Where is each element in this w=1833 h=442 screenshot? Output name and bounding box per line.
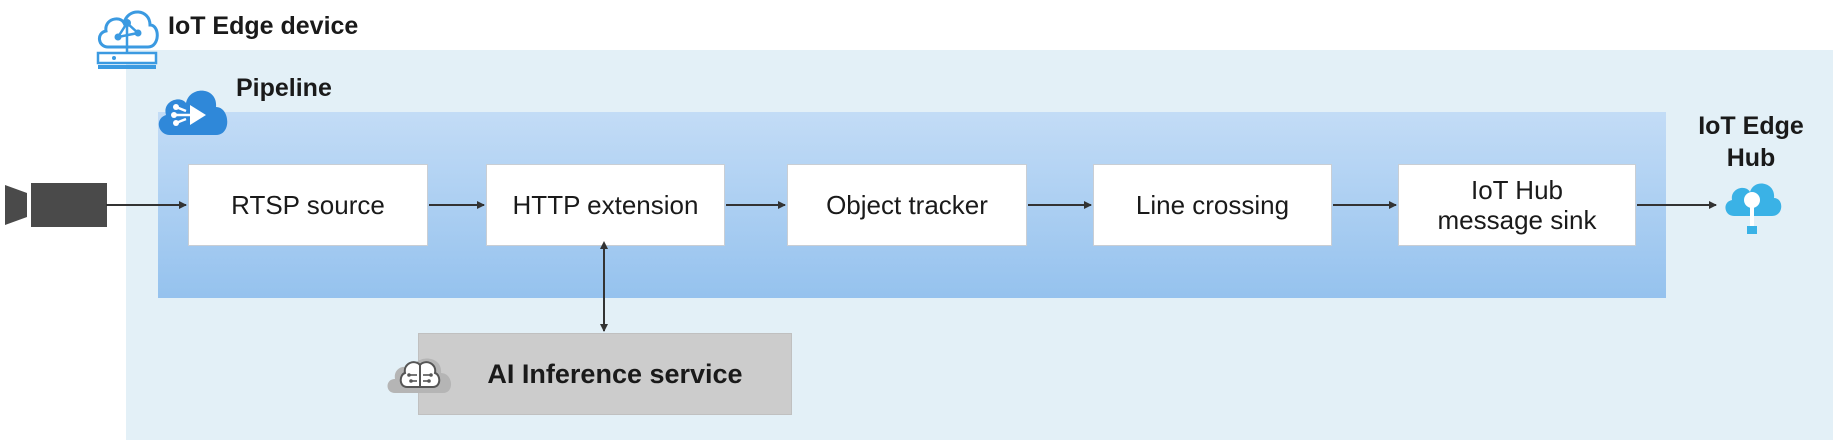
- http-extension-label: HTTP extension: [512, 190, 699, 220]
- message-sink-label-line2: message sink: [1437, 205, 1597, 235]
- http-extension-node: HTTP extension: [486, 164, 725, 246]
- camera-icon: [5, 183, 107, 227]
- hub-title-line1: IoT Edge: [1698, 112, 1804, 140]
- object-tracker-node: Object tracker: [787, 164, 1027, 246]
- object-tracker-label: Object tracker: [826, 190, 988, 220]
- pipeline-title: Pipeline: [236, 74, 332, 102]
- pipeline-cloud-icon: [158, 90, 228, 135]
- device-title: IoT Edge device: [168, 12, 359, 40]
- rtsp-source-node: RTSP source: [188, 164, 428, 246]
- hub-title: IoT Edge Hub: [1681, 110, 1821, 174]
- message-sink-label-line1: IoT Hub: [1470, 175, 1563, 205]
- iot-edge-device-icon: [96, 10, 159, 69]
- line-crossing-label: Line crossing: [1135, 190, 1290, 220]
- ai-brain-cloud-icon: [387, 358, 452, 393]
- ai-inference-service-box: AI Inference service: [418, 333, 792, 415]
- line-crossing-node: Line crossing: [1093, 164, 1332, 246]
- iot-hub-message-sink-node: IoT Hub message sink: [1398, 164, 1636, 246]
- iot-hub-icon: [1725, 183, 1782, 234]
- hub-title-line2: Hub: [1726, 144, 1776, 172]
- rtsp-source-label: RTSP source: [231, 190, 385, 220]
- ai-inference-service-label: AI Inference service: [487, 358, 743, 389]
